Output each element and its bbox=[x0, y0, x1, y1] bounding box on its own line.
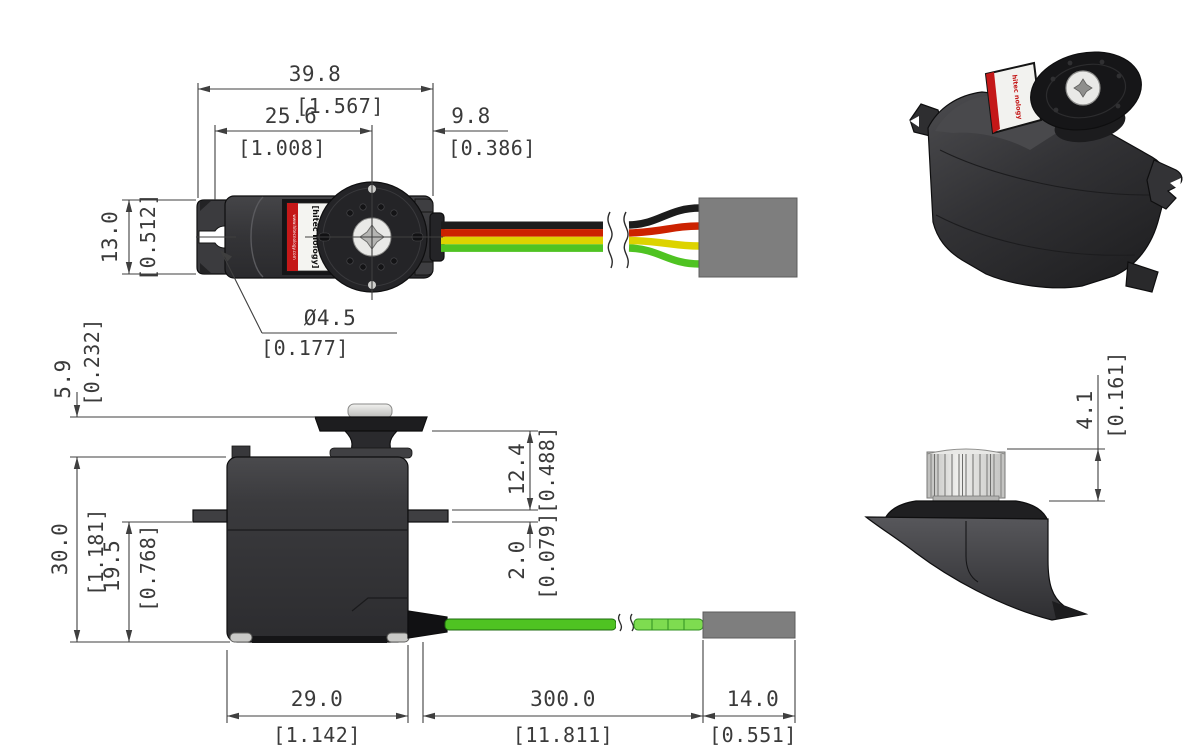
dim-tab-thickness-mm: 2.0 bbox=[505, 540, 529, 579]
label-red-strip bbox=[287, 203, 298, 271]
dim-cable-length-inch: [11.811] bbox=[513, 723, 613, 747]
dim-connector-length-inch: [0.551] bbox=[709, 723, 797, 747]
wire-black bbox=[441, 221, 607, 230]
dim-mount-hole-inch: [0.177] bbox=[261, 336, 349, 360]
iso-foot bbox=[1125, 261, 1159, 293]
side-view-dimensions: 5.9 [0.232] 30.0 [1.181] 19.5 [0.768] 12… bbox=[48, 318, 1128, 747]
side-view: 5.9 [0.232] 30.0 [1.181] 19.5 [0.768] 12… bbox=[48, 318, 1128, 747]
dim-mount-hole-mm: Ø4.5 bbox=[304, 306, 357, 330]
wire-green bbox=[441, 244, 607, 252]
top-view-dim-arrows bbox=[125, 85, 445, 274]
top-view-dimensions: 39.8 [1.567] 25.6 [1.008] 9.8 [0.386] 13… bbox=[98, 62, 536, 360]
iso-horn-screw bbox=[1073, 78, 1093, 98]
top-view: www.hitecnology.com [hitec nology] Manuf… bbox=[98, 62, 798, 360]
dim-body-width-inch: [0.512] bbox=[136, 193, 160, 281]
dim-spline-height-inch: [0.161] bbox=[1104, 351, 1128, 439]
wire-red bbox=[441, 229, 607, 237]
iso-view: hitec nology bbox=[909, 51, 1183, 293]
dim-horn-above-case-inch: [0.232] bbox=[80, 318, 104, 406]
wire-yellow bbox=[441, 236, 607, 245]
dim-horn-to-tab-inch: [0.488] bbox=[535, 426, 559, 514]
dim-overall-length-mm: 39.8 bbox=[289, 62, 342, 86]
dim-overall-length-inch: [1.567] bbox=[296, 94, 384, 118]
spline-case-body bbox=[864, 516, 1089, 621]
dim-shaft-center-mm: 25.6 bbox=[265, 104, 318, 128]
dim-horn-above-case-mm: 5.9 bbox=[51, 359, 75, 398]
horn-holes bbox=[346, 203, 398, 271]
side-view-dim-arrows bbox=[73, 405, 1102, 720]
iso-label: hitec nology bbox=[984, 61, 1043, 135]
dim-bottom-to-tab-mm: 19.5 bbox=[100, 540, 124, 593]
dim-horn-to-tab-mm: 12.4 bbox=[505, 443, 529, 496]
connector-side-view bbox=[702, 611, 796, 639]
dim-body-height-inch: [1.181] bbox=[84, 508, 108, 596]
side-left-tab bbox=[192, 509, 228, 523]
dim-body-length-inch: [1.142] bbox=[273, 723, 361, 747]
dim-spline-height-mm: 4.1 bbox=[1073, 390, 1097, 429]
side-view-body bbox=[192, 445, 449, 643]
top-view-centerlines bbox=[196, 125, 443, 300]
spline-gear bbox=[926, 448, 1006, 504]
dim-cable-length-mm: 300.0 bbox=[530, 687, 596, 711]
dim-tab-thickness-inch: [0.079] bbox=[535, 512, 559, 600]
side-view-cable bbox=[407, 610, 796, 639]
dim-body-width-mm: 13.0 bbox=[98, 211, 122, 264]
dim-shaft-center-inch: [1.008] bbox=[238, 136, 326, 160]
dim-body-height-mm: 30.0 bbox=[48, 523, 72, 576]
dim-bottom-to-tab-inch: [0.768] bbox=[136, 524, 160, 612]
connector-top-view bbox=[698, 197, 798, 278]
label-url-text: www.hitecnology.com bbox=[292, 214, 297, 259]
side-right-tab bbox=[407, 509, 449, 523]
spline-view bbox=[864, 448, 1089, 621]
dim-connector-length-mm: 14.0 bbox=[727, 687, 780, 711]
dim-shaft-to-front-inch: [0.386] bbox=[448, 136, 536, 160]
dim-body-length-mm: 29.0 bbox=[291, 687, 344, 711]
top-view-cable bbox=[429, 197, 798, 278]
side-view-horn bbox=[314, 403, 428, 456]
dim-shaft-to-front-mm: 9.8 bbox=[451, 104, 490, 128]
iso-horn bbox=[1030, 51, 1142, 143]
